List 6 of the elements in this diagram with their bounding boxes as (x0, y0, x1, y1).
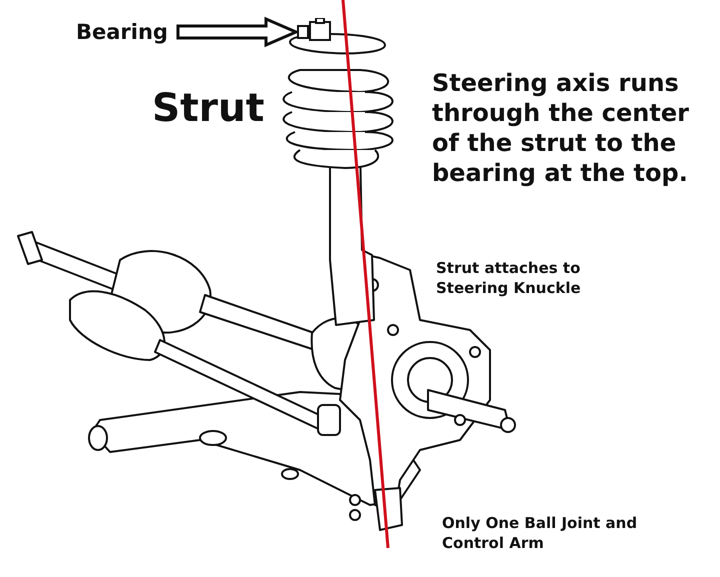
note-text: Steering axis runs through the center of the strut to the bearing at the top. (432, 68, 690, 188)
note-text: Only One Ball Joint and Control Arm (442, 513, 638, 553)
part-label: Bearing (76, 20, 168, 44)
note-text: Strut attaches to Steering Knuckle (436, 258, 582, 298)
block-arrow (176, 16, 300, 48)
part-label: Strut (152, 86, 266, 133)
